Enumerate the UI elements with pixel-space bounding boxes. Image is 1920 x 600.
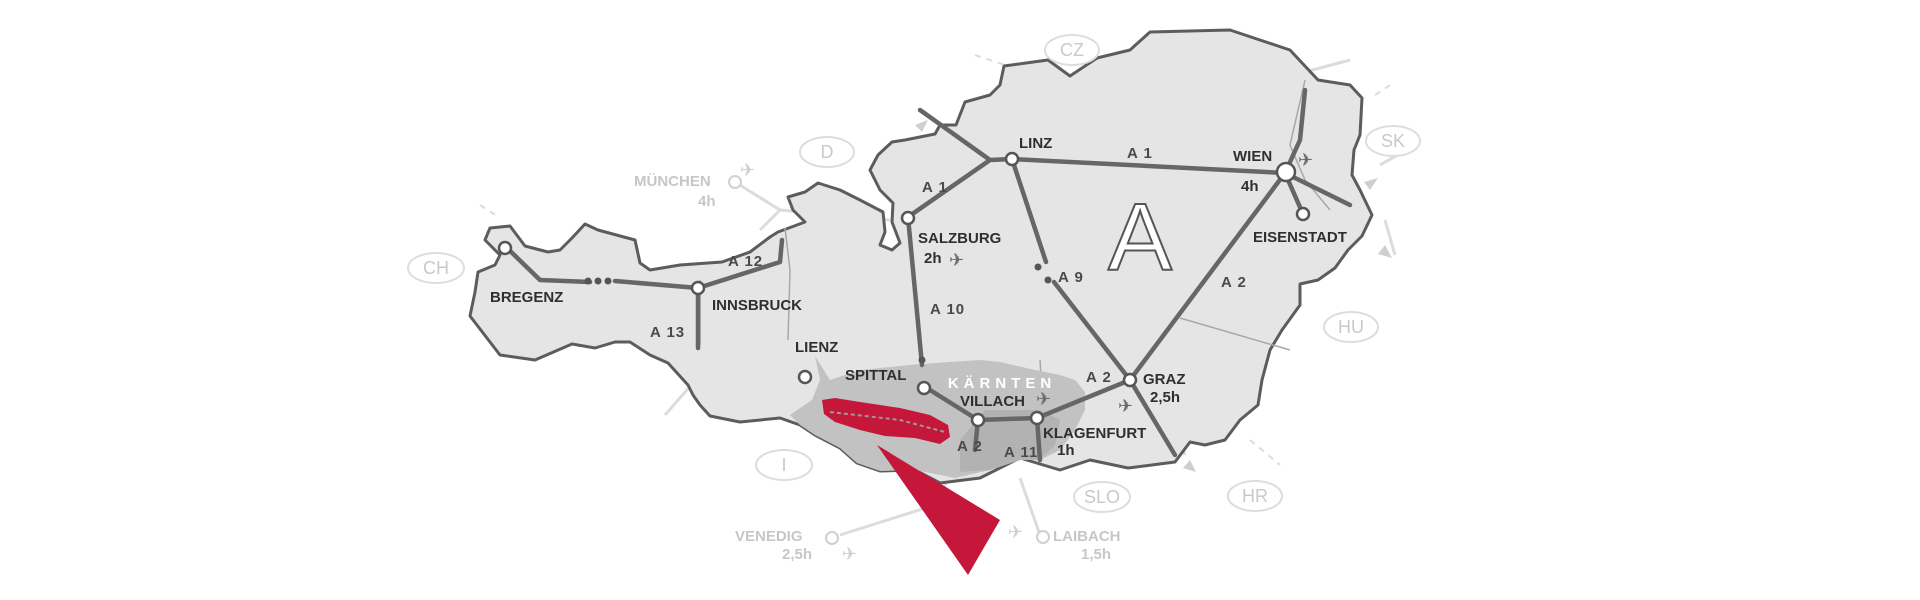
country-label-hr: HR: [1242, 486, 1268, 506]
neighbor-ovals: [407, 34, 1421, 513]
city-label-lienz: LIENZ: [795, 339, 838, 356]
airplane-icon-venedig: ✈: [842, 544, 857, 564]
external-city-markers: [728, 175, 1050, 545]
road-label-a2-east: A 2: [1221, 274, 1247, 291]
country-label-slo: SLO: [1084, 487, 1120, 507]
city-time-salzburg: 2h: [924, 250, 942, 267]
airplane-icon-laibach: ✈: [1008, 522, 1023, 542]
city-label-venedig: VENEDIG: [735, 528, 803, 545]
city-time-muenchen: 4h: [698, 193, 716, 210]
airplane-icon-salzburg: ✈: [949, 250, 964, 270]
city-label-spittal: SPITTAL: [845, 367, 906, 384]
airplane-icon-wien: ✈: [1298, 150, 1313, 170]
city-label-salzburg: SALZBURG: [918, 230, 1001, 247]
highlight-pointer: [877, 445, 1000, 575]
city-label-wien: WIEN: [1233, 148, 1272, 165]
country-label-sk: SK: [1381, 131, 1405, 151]
highway-dots: [584, 263, 1052, 364]
kaernten-region-lower: [960, 410, 1060, 472]
city-label-innsbruck: INNSBRUCK: [712, 297, 802, 314]
country-label-cz: CZ: [1060, 40, 1084, 60]
airplane-icon-muenchen: ✈: [740, 160, 755, 180]
road-label-a1-west: A 1: [922, 179, 948, 196]
austria-land: [468, 28, 1374, 485]
direction-arrows: [915, 120, 1392, 472]
city-label-eisenstadt: EISENSTADT: [1253, 229, 1347, 246]
city-markers: [497, 151, 1311, 428]
city-label-laibach: LAIBACH: [1053, 528, 1121, 545]
road-label-a9: A 9: [1058, 269, 1084, 286]
city-label-graz: GRAZ: [1143, 371, 1186, 388]
road-label-a2-south: A 2: [1086, 369, 1112, 386]
road-label-a2-villach: A 2: [957, 438, 983, 455]
country-label-d: D: [821, 142, 834, 162]
city-time-wien: 4h: [1241, 178, 1259, 195]
airplane-icons: ✈ ✈ ✈ ✈: [949, 150, 1313, 416]
road-label-a1-east: A 1: [1127, 145, 1153, 162]
airplane-icon-graz: ✈: [1118, 396, 1133, 416]
city-label-linz: LINZ: [1019, 135, 1052, 152]
road-label-a11: A 11: [1004, 444, 1038, 461]
highlight-area: [822, 398, 950, 444]
city-time-graz: 2,5h: [1150, 389, 1180, 406]
road-label-a10: A 10: [930, 301, 965, 318]
airplane-icons-external: ✈ ✈ ✈: [740, 160, 1023, 564]
country-label-ch: CH: [423, 258, 449, 278]
road-label-a13: A 13: [650, 324, 685, 341]
city-label-muenchen: MÜNCHEN: [634, 173, 711, 190]
city-time-klagenfurt: 1h: [1057, 442, 1075, 459]
country-label-hu: HU: [1338, 317, 1364, 337]
airplane-icon-villach: ✈: [1036, 389, 1051, 409]
highlight-road: [829, 411, 946, 433]
city-time-venedig: 2,5h: [782, 546, 812, 563]
country-letter: A: [1108, 184, 1172, 291]
road-label-a12: A 12: [728, 253, 763, 270]
city-label-klagenfurt: KLAGENFURT: [1043, 425, 1146, 442]
city-time-laibach: 1,5h: [1081, 546, 1111, 563]
country-label-i: I: [781, 455, 786, 475]
city-label-bregenz: BREGENZ: [490, 289, 563, 306]
region-label: KÄRNTEN: [948, 375, 1056, 392]
city-label-villach: VILLACH: [960, 393, 1025, 410]
